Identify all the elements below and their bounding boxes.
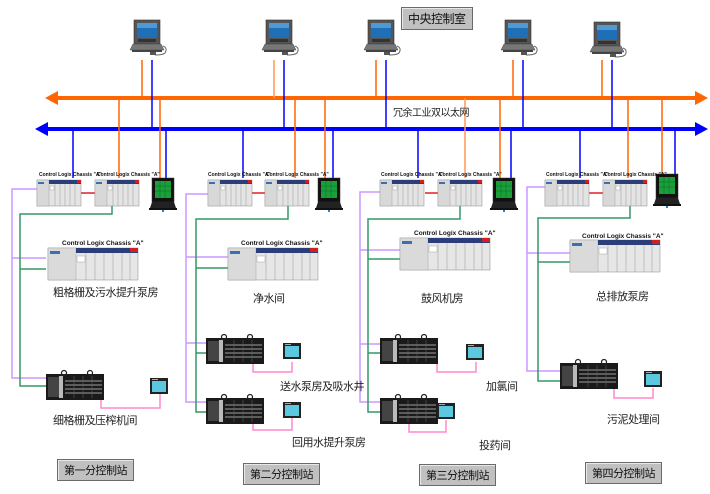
station-3-links bbox=[359, 191, 477, 433]
hmi-panel-icon bbox=[283, 343, 301, 359]
arrow-right-icon bbox=[695, 122, 708, 136]
controllogix-chassis-icon bbox=[47, 247, 139, 281]
engineering-laptop-icon bbox=[148, 177, 178, 213]
hmi-panel-icon bbox=[437, 403, 455, 419]
controllogix-chassis-icon bbox=[379, 179, 425, 207]
chassis-title: Control Logix Chassis "A" bbox=[39, 172, 102, 178]
chassis-title: Control Logix Chassis "A" bbox=[582, 233, 664, 240]
chassis-title: Control Logix Chassis "A" bbox=[62, 240, 144, 247]
room-label: 污泥处理间 bbox=[607, 413, 660, 426]
room-label: 鼓风机房 bbox=[421, 292, 464, 305]
engineering-laptop-icon bbox=[314, 177, 344, 213]
station-1-links bbox=[11, 188, 161, 409]
controllogix-chassis-icon bbox=[207, 179, 253, 207]
workstation-icon bbox=[589, 21, 627, 58]
chassis-title: Control Logix Chassis "A" bbox=[604, 172, 667, 178]
room-label: 细格栅及压榨机间 bbox=[53, 414, 138, 427]
room-label: 投药间 bbox=[479, 439, 511, 452]
room-label: 总排放泵房 bbox=[596, 290, 649, 303]
chassis-title: Control Logix Chassis "A" bbox=[97, 172, 160, 178]
slc-plc-icon bbox=[205, 333, 265, 365]
engineering-laptop-icon bbox=[489, 177, 519, 213]
hmi-panel-icon bbox=[466, 344, 484, 360]
ethernet-ring-b bbox=[35, 122, 708, 136]
central-drops bbox=[141, 60, 613, 129]
hmi-panel-icon bbox=[283, 402, 301, 418]
controllogix-chassis-icon bbox=[544, 179, 590, 207]
chassis-title: Control Logix Chassis "A" bbox=[439, 172, 502, 178]
network-label: 冗余工业双以太网 bbox=[393, 108, 470, 119]
room-label: 净水间 bbox=[253, 292, 285, 305]
station-label-2: 第二分控制站 bbox=[243, 463, 320, 485]
room-label: 加氯间 bbox=[486, 380, 518, 393]
chassis-title: Control Logix Chassis "A" bbox=[546, 172, 609, 178]
chassis-title: Control Logix Chassis "A" bbox=[241, 240, 323, 247]
room-label: 粗格栅及污水提升泵房 bbox=[53, 286, 159, 299]
arrow-right-icon bbox=[695, 91, 708, 105]
workstation-icon bbox=[129, 19, 167, 56]
station-label-4: 第四分控制站 bbox=[585, 462, 662, 484]
station-label-3: 第三分控制站 bbox=[419, 464, 496, 486]
controllogix-chassis-icon bbox=[36, 179, 82, 207]
slc-plc-icon bbox=[559, 358, 619, 390]
controllogix-chassis-icon bbox=[437, 179, 483, 207]
central-control-room-label: 中央控制室 bbox=[401, 7, 473, 30]
arrow-left-icon bbox=[35, 122, 48, 136]
room-label: 送水泵房及吸水井 bbox=[280, 380, 365, 393]
arrow-left-icon bbox=[45, 91, 58, 105]
slc-plc-icon bbox=[379, 333, 439, 365]
chassis-title: Control Logix Chassis "A" bbox=[266, 172, 329, 178]
hmi-panel-icon bbox=[644, 371, 662, 387]
slc-plc-icon bbox=[45, 369, 105, 401]
station-label-1: 第一分控制站 bbox=[57, 459, 134, 481]
controllogix-chassis-icon bbox=[227, 247, 319, 281]
hmi-panel-icon bbox=[150, 378, 168, 394]
engineering-laptop-icon bbox=[652, 173, 682, 209]
chassis-title: Control Logix Chassis "A" bbox=[208, 172, 271, 178]
controllogix-chassis-icon bbox=[264, 179, 310, 207]
slc-plc-icon bbox=[205, 393, 265, 425]
controllogix-chassis-icon bbox=[399, 237, 491, 271]
station-2-links bbox=[185, 192, 293, 431]
controllogix-chassis-icon bbox=[569, 239, 661, 273]
chassis-title: Control Logix Chassis "A" bbox=[414, 230, 496, 237]
workstation-icon bbox=[500, 19, 538, 56]
station-drops bbox=[72, 98, 676, 178]
station-4-links bbox=[526, 186, 654, 399]
controllogix-chassis-icon bbox=[602, 179, 648, 207]
chassis-title: Control Logix Chassis "A" bbox=[381, 172, 444, 178]
controllogix-chassis-icon bbox=[94, 179, 140, 207]
workstation-icon bbox=[363, 19, 401, 56]
workstation-icon bbox=[261, 19, 299, 56]
room-label: 回用水提升泵房 bbox=[292, 436, 366, 449]
slc-plc-icon bbox=[379, 393, 439, 425]
